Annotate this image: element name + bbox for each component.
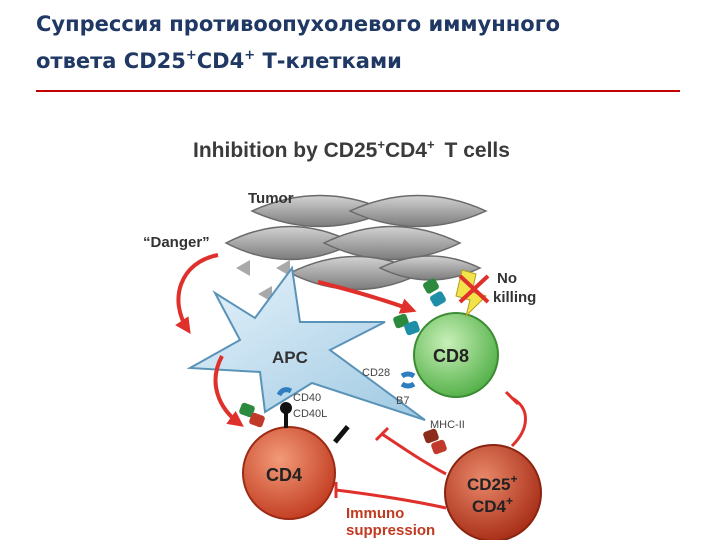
figure-heading: Inhibition by CD25+CD4+T cells (193, 137, 510, 162)
danger-arrow (175, 253, 219, 334)
tumor-label: Tumor (248, 190, 294, 207)
treg-cell (444, 444, 542, 540)
tumor-cell (348, 194, 488, 228)
danger-signal-triangle (258, 286, 272, 302)
danger-label: “Danger” (143, 234, 210, 251)
treg-inhibits-apc-bar (374, 426, 390, 442)
slide-title-line-2: ответа CD25+CD4+ Т-клетками (36, 48, 402, 73)
tumor-cell (378, 255, 482, 281)
cd40-cd40l-pair (276, 387, 293, 428)
treg-inhibits-cd4-arrow (335, 488, 447, 510)
cd28-b7-pair (400, 371, 416, 389)
treg-inhibits-cd8-bar (504, 390, 520, 406)
title-divider (36, 90, 680, 92)
cd4-tcr-mhc-pair (239, 402, 265, 428)
cd4-b7-link (333, 425, 350, 444)
treg-inhibits-apc-arrow (381, 432, 447, 476)
tcr-mhc-pair-top (423, 278, 446, 307)
slide-title-line-1: Супрессия противоопухолевого иммунного (36, 12, 561, 36)
b7-label: B7 (396, 395, 409, 407)
cd40l-label: CD40L (293, 408, 327, 420)
cd4-cell (242, 426, 336, 520)
immunosuppression-label: Immuno (346, 505, 404, 522)
treg-label: CD25+ (467, 472, 517, 494)
cd4-label: CD4 (266, 465, 302, 485)
cd28-label: CD28 (362, 367, 390, 379)
apc-to-cd4-arrow (213, 355, 244, 427)
no-killing-label-line-2: killing (493, 289, 536, 306)
cd8-cell (413, 312, 499, 398)
mhc2-label: MHC-II (430, 419, 465, 431)
blocked-cross-icon (458, 274, 490, 304)
apc-label: APC (272, 348, 308, 367)
tumor-cell-cluster (224, 194, 488, 291)
treg-mhc-pair (423, 428, 447, 455)
immunosuppression-label-line-2: suppression (346, 522, 435, 539)
treg-label-line-2: CD4+ (472, 494, 513, 516)
tumor-cell (322, 225, 462, 261)
cd8-label: CD8 (433, 346, 469, 366)
cd4-help-to-cd8-arrow (317, 280, 417, 314)
apc-cell (186, 265, 426, 421)
tcr-mhc-pair-middle (393, 313, 420, 336)
danger-signal-triangle (276, 260, 290, 276)
treg-inhibits-cd8-arrow (510, 396, 527, 448)
cd40-label: CD40 (293, 392, 321, 404)
slide-title: Супрессия противоопухолевого иммунного о… (36, 6, 686, 80)
no-killing-label: No (497, 270, 517, 287)
danger-signal-triangle (236, 260, 250, 276)
